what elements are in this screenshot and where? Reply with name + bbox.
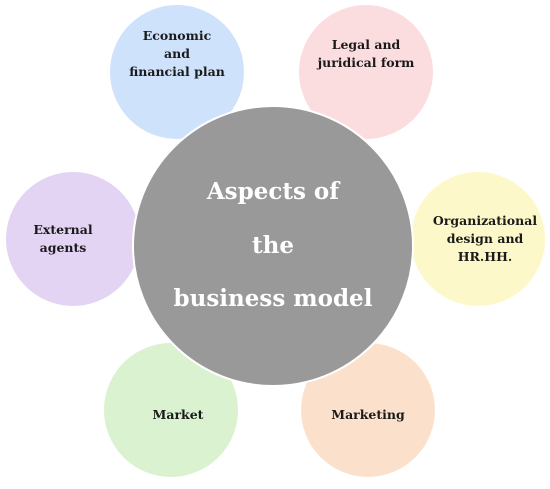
node-label-organizational-design: Organizational design and HR.HH. bbox=[432, 212, 538, 265]
node-marketing: Marketing bbox=[300, 342, 436, 478]
node-label-legal-juridical-form: Legal and juridical form bbox=[317, 36, 415, 70]
node-organizational-design: Organizational design and HR.HH. bbox=[410, 171, 546, 307]
node-label-market: Market bbox=[152, 406, 204, 422]
center-node-aspects: Aspects of the business model bbox=[132, 105, 414, 387]
node-label-marketing: Marketing bbox=[331, 406, 405, 422]
center-title-line-1: Aspects of bbox=[206, 177, 340, 205]
node-label-external-agents: External agents bbox=[33, 221, 93, 255]
node-external-agents: External agents bbox=[5, 171, 141, 307]
node-economic-financial-plan: Economic and financial plan bbox=[109, 4, 245, 140]
center-title-line-3: business model bbox=[173, 285, 373, 313]
center-title-line-2: the bbox=[252, 231, 294, 259]
center-title: Aspects of the business model bbox=[174, 152, 373, 340]
node-label-economic-financial-plan: Economic and financial plan bbox=[129, 27, 225, 80]
